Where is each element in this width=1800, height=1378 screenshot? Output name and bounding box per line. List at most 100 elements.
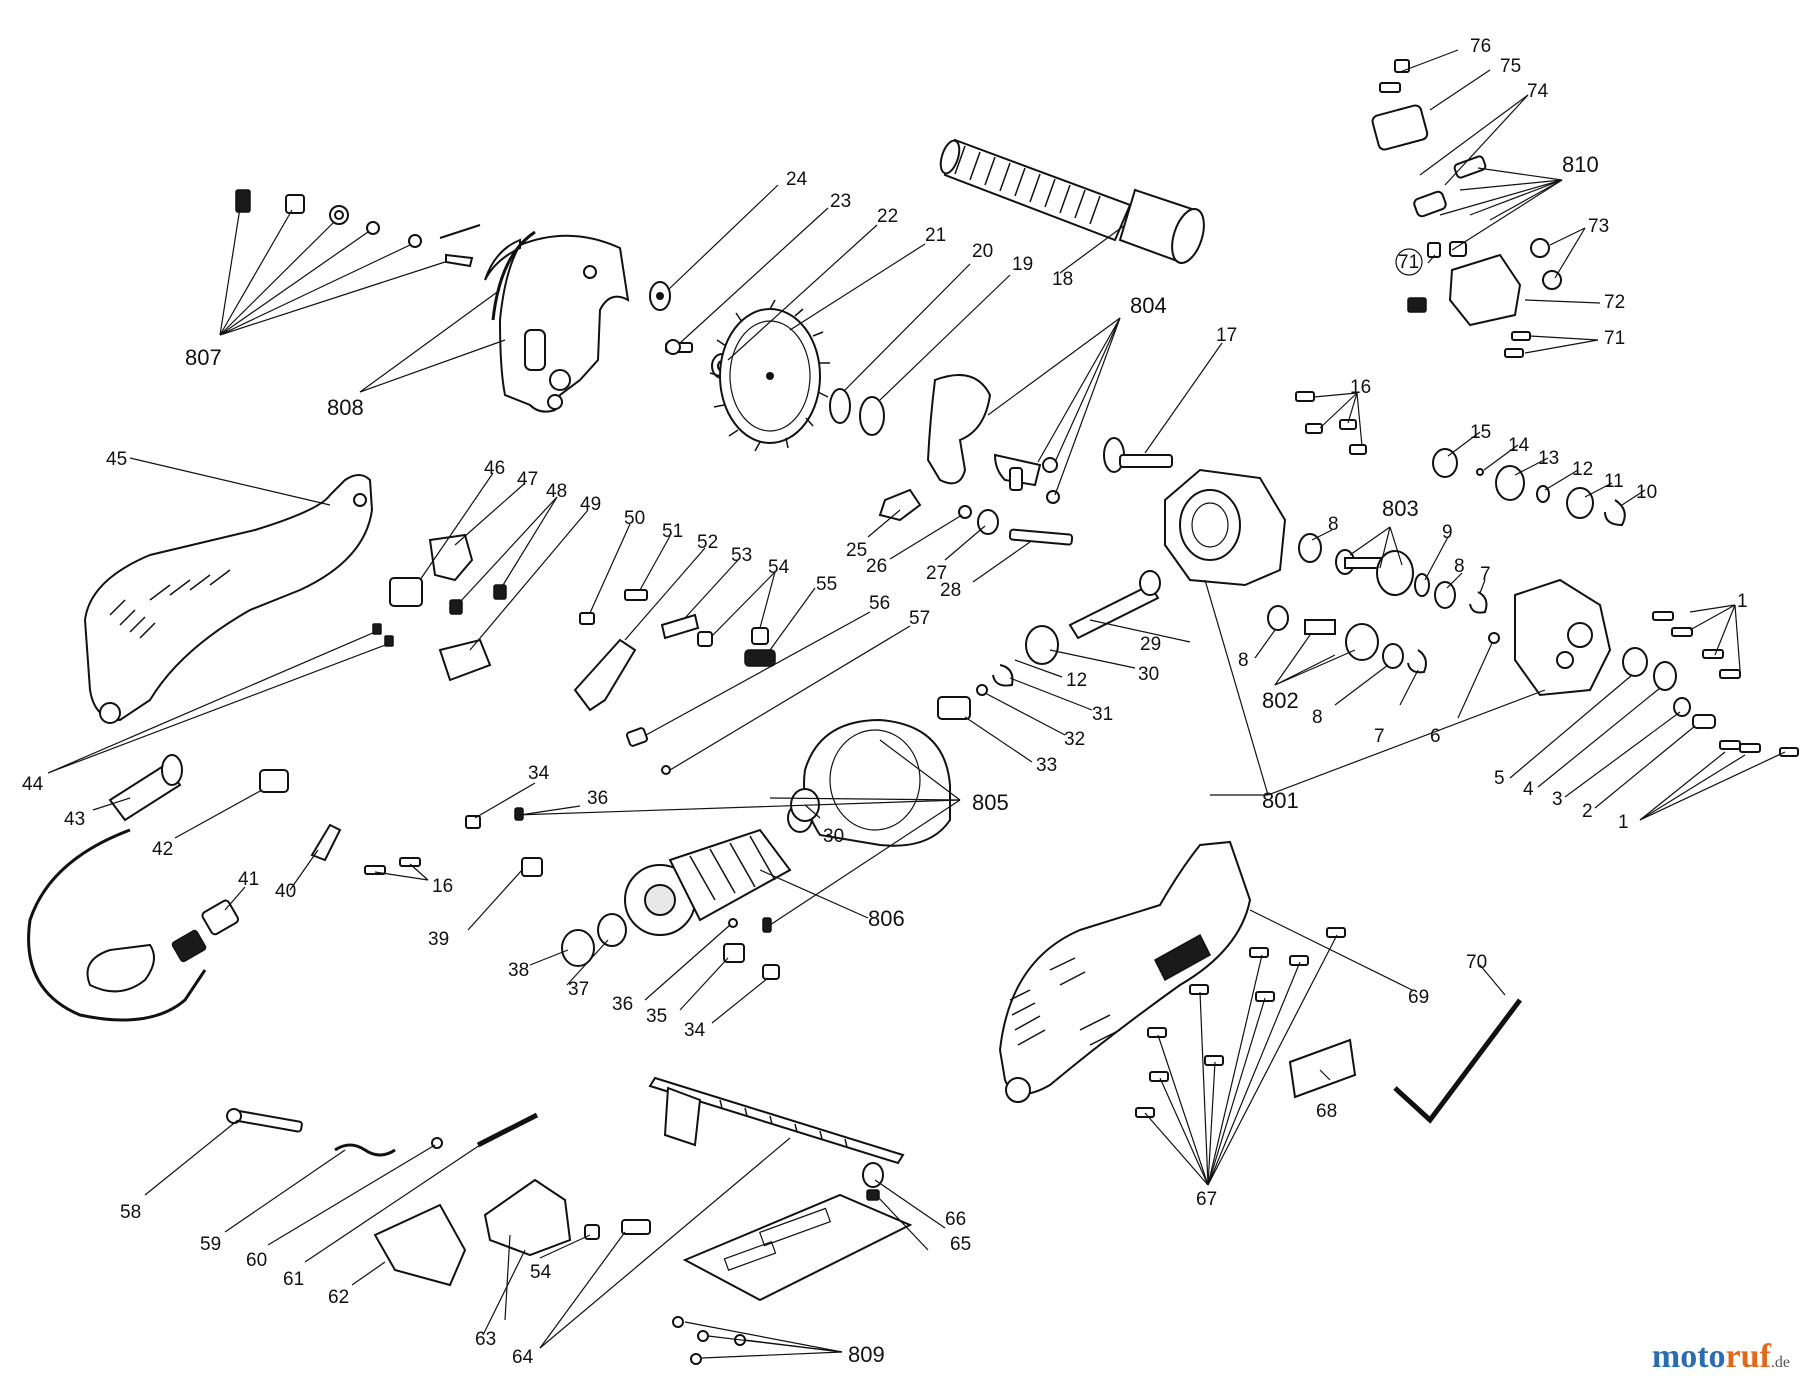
- part-27-bearing: [977, 509, 999, 535]
- part-52-lever: [573, 638, 637, 712]
- part-34-brush-b: [762, 964, 780, 980]
- label-2: 2: [1582, 801, 1593, 822]
- label-35: 35: [646, 1006, 667, 1027]
- part-21-saw-blade: [709, 299, 830, 452]
- part-39-holder: [521, 857, 543, 877]
- part-801-gear-housing: [1164, 468, 1287, 587]
- label-57: 57: [909, 608, 930, 629]
- part-65-spring: [866, 1189, 880, 1201]
- label-806: 806: [868, 906, 905, 931]
- part-37-bearing: [597, 913, 627, 947]
- label-63: 63: [475, 1329, 496, 1350]
- label-31: 31: [1092, 704, 1113, 725]
- label-58: 58: [120, 1202, 141, 1223]
- part-15-10-bearings: [1432, 448, 1626, 527]
- part-53-plate: [660, 613, 700, 640]
- label-56: 56: [869, 593, 890, 614]
- part-68-label-plate: [1288, 1038, 1357, 1099]
- part-44-clip-a: [372, 623, 382, 635]
- part-8-bearing: [1434, 581, 1456, 609]
- part-57-screw: [661, 765, 671, 775]
- label-23: 23: [830, 191, 851, 212]
- label-4: 4: [1523, 779, 1534, 800]
- label-54-upper: 54: [768, 557, 790, 578]
- label-62: 62: [328, 1287, 349, 1308]
- label-809: 809: [848, 1342, 885, 1367]
- label-14: 14: [1508, 435, 1530, 456]
- label-30-upper: 30: [1138, 664, 1159, 685]
- label-42: 42: [152, 839, 173, 860]
- part-18-handle-tube: [939, 138, 1205, 264]
- part-802-shaft-group: [1267, 605, 1500, 674]
- part-67-screws: [1135, 927, 1346, 1118]
- part-16-screw-d: [399, 857, 421, 867]
- part-7-circlip: [1469, 591, 1488, 614]
- part-1-5-cover-group: [1514, 578, 1799, 757]
- label-29: 29: [1140, 634, 1161, 655]
- label-55: 55: [816, 574, 837, 595]
- label-26: 26: [866, 556, 887, 577]
- label-6: 6: [1430, 726, 1441, 747]
- label-19: 19: [1012, 254, 1033, 275]
- watermark-logo: motoruf.de: [1652, 1338, 1790, 1376]
- part-20-ring: [829, 388, 851, 424]
- label-8-lower: 8: [1312, 707, 1323, 728]
- part-56-plate: [625, 727, 649, 747]
- label-8-upper: 8: [1328, 514, 1339, 535]
- part-33-sleeve: [937, 696, 971, 720]
- part-76-screw: [1394, 59, 1410, 73]
- part-62-bracket: [373, 1203, 467, 1287]
- label-71: 71: [1604, 328, 1625, 349]
- label-38: 38: [508, 960, 529, 981]
- part-54-bolt: [621, 1219, 651, 1235]
- part-35-holder: [723, 943, 745, 963]
- label-76: 76: [1470, 36, 1491, 57]
- label-34-lower: 34: [684, 1020, 706, 1041]
- label-25: 25: [846, 540, 867, 561]
- label-36-lower: 36: [612, 994, 633, 1015]
- part-36-clip-a: [514, 807, 524, 821]
- label-12: 12: [1572, 459, 1593, 480]
- part-64-rip-fence: [648, 1076, 905, 1165]
- label-7-lower: 7: [1374, 726, 1385, 747]
- part-16-screw-c: [364, 865, 386, 875]
- label-43: 43: [64, 809, 85, 830]
- part-34-brush-a: [465, 815, 481, 829]
- label-16-lower: 16: [432, 876, 453, 897]
- label-71-circled: 71: [1398, 252, 1419, 273]
- label-18: 18: [1052, 269, 1073, 290]
- part-51-pin: [624, 589, 648, 601]
- label-24: 24: [786, 169, 808, 190]
- label-1-upper: 1: [1737, 591, 1748, 612]
- part-25-bracket: [878, 488, 922, 522]
- label-60: 60: [246, 1250, 267, 1271]
- part-28-shaft: [1008, 528, 1074, 546]
- label-17: 17: [1216, 325, 1237, 346]
- part-808-blade-guard: [484, 230, 630, 413]
- label-61: 61: [283, 1269, 304, 1290]
- watermark-part1: moto: [1651, 1338, 1726, 1375]
- part-31-circlip: [992, 664, 1014, 687]
- part-41-power-cord: [27, 828, 240, 1022]
- label-7-upper: 7: [1480, 564, 1491, 585]
- label-73: 73: [1588, 216, 1609, 237]
- label-51: 51: [662, 521, 683, 542]
- label-39: 39: [428, 929, 449, 950]
- label-8-left: 8: [1238, 650, 1249, 671]
- label-52: 52: [697, 532, 718, 553]
- label-808: 808: [327, 395, 364, 420]
- part-38-cap: [561, 929, 595, 967]
- part-32-washer: [976, 684, 988, 696]
- part-48-spring-b: [493, 584, 507, 600]
- label-67: 67: [1196, 1189, 1217, 1210]
- label-47: 47: [517, 469, 538, 490]
- label-41: 41: [238, 869, 259, 890]
- label-65: 65: [950, 1234, 971, 1255]
- label-45: 45: [106, 449, 127, 470]
- label-72: 72: [1604, 292, 1625, 313]
- part-63-bevel-bracket: [483, 1178, 572, 1257]
- label-68: 68: [1316, 1101, 1337, 1122]
- part-16-screws: [1295, 391, 1367, 455]
